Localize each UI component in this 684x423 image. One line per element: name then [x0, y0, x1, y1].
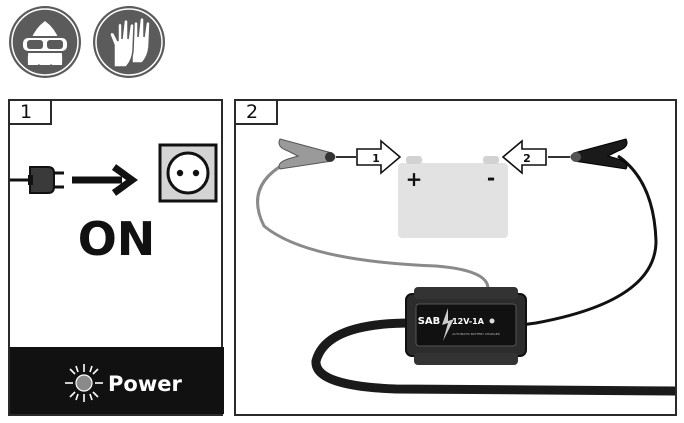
step-2-number: 2	[234, 99, 278, 125]
red-clamp-icon	[278, 138, 356, 170]
clamp-2-number: 2	[523, 152, 531, 165]
power-cord	[311, 318, 675, 396]
charger-subtitle: AUTOMATIC BATTERY CHARGER	[452, 332, 499, 336]
black-cable	[520, 154, 658, 327]
protective-gloves-icon	[92, 5, 166, 79]
step-1-number: 1	[8, 99, 52, 125]
power-indicator-bar	[10, 347, 224, 414]
battery-positive-sign: +	[406, 167, 423, 191]
plug-icon	[10, 166, 64, 194]
on-state-text: ON	[77, 212, 156, 266]
clamp-1-arrow: 1	[356, 139, 402, 175]
charger-brand: SAB	[418, 316, 441, 327]
charger-device: SAB 12V-1A AUTOMATIC BATTERY CHARGER	[405, 287, 527, 365]
black-clamp-icon	[548, 138, 628, 170]
clamp-1-number: 1	[372, 152, 380, 165]
step-1-panel: 1 ON	[8, 99, 224, 416]
wall-socket-icon	[158, 143, 218, 203]
charger-rating: 12V-1A	[452, 317, 485, 326]
clamp-2-arrow: 2	[501, 139, 547, 175]
battery-icon: + -	[398, 156, 508, 238]
led-glow-icon	[65, 364, 103, 402]
battery-negative-sign: -	[487, 166, 495, 190]
power-label: Power	[108, 372, 182, 396]
arrow-right-icon	[72, 164, 138, 196]
safety-goggles-icon	[8, 5, 82, 79]
step-2-panel: 2 + - 1	[234, 99, 677, 416]
